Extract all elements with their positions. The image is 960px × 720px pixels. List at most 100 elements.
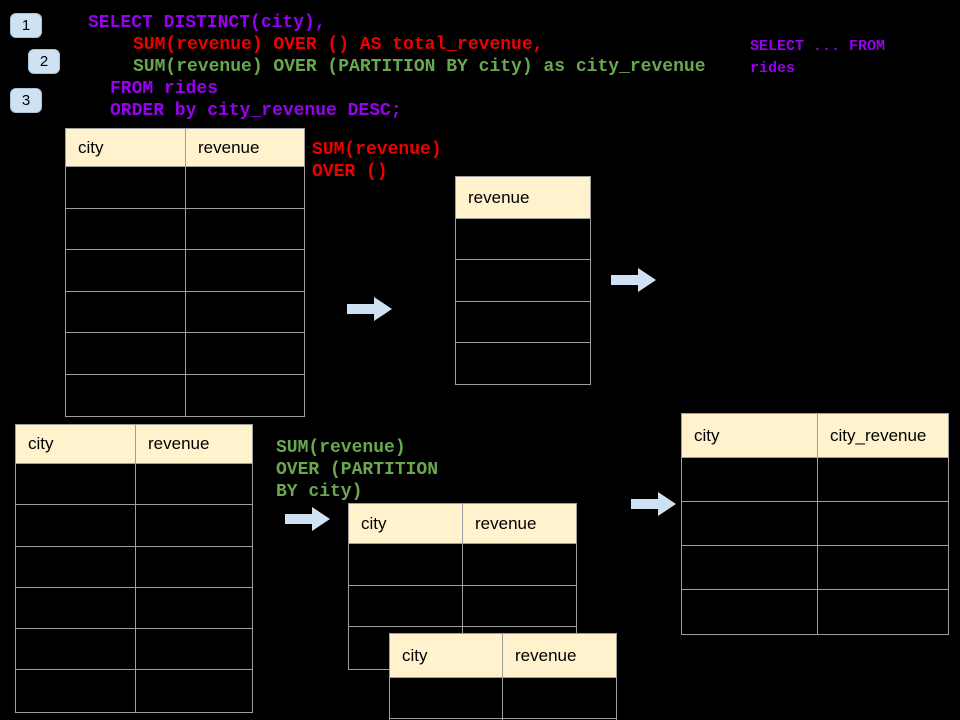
table-row — [456, 260, 590, 302]
sql-line: SUM(revenue) OVER () AS total_revenue, — [133, 35, 544, 55]
empty-cell — [186, 167, 304, 208]
table-row — [349, 585, 576, 627]
empty-cell — [16, 505, 136, 546]
table-row — [66, 167, 304, 209]
table-row — [682, 546, 948, 590]
table-row — [66, 333, 304, 375]
empty-cell — [66, 374, 186, 416]
column-header: city — [349, 504, 463, 543]
empty-cell — [818, 546, 948, 589]
table-row — [66, 208, 304, 250]
table-row — [16, 670, 252, 712]
arrow-right-icon — [347, 297, 392, 321]
table-row — [16, 546, 252, 588]
code-line: OVER (PARTITION — [276, 460, 439, 480]
empty-cell — [66, 250, 186, 291]
empty-cell — [463, 544, 576, 585]
empty-cell — [16, 546, 136, 587]
empty-cell — [136, 670, 252, 711]
empty-cell — [136, 464, 252, 504]
sql-line: SUM(revenue) OVER (PARTITION BY city) as… — [133, 57, 706, 77]
sql-line: FROM rides — [110, 79, 219, 99]
table-row — [16, 629, 252, 671]
table-row — [16, 505, 252, 547]
empty-cell — [463, 586, 576, 627]
empty-cell — [682, 458, 818, 501]
sql-code: SELECT DISTINCT(city),SUM(revenue) OVER … — [88, 12, 706, 122]
empty-cell — [682, 546, 818, 589]
column-header: city_revenue — [830, 425, 927, 445]
code-line: rides — [750, 60, 796, 77]
sql-line: ORDER by city_revenue DESC; — [110, 101, 402, 121]
column-header: city — [390, 634, 503, 677]
table-row — [682, 458, 948, 502]
empty-cell — [456, 343, 590, 384]
empty-cell — [66, 333, 186, 374]
table-header-row: revenue — [456, 177, 590, 219]
table-row — [16, 464, 252, 506]
empty-cell — [349, 544, 463, 585]
table-row — [66, 374, 304, 417]
empty-cell — [16, 670, 136, 712]
empty-cell — [503, 678, 616, 718]
empty-cell — [349, 585, 463, 626]
empty-cell — [682, 502, 818, 545]
table-source-top: city revenue — [65, 128, 305, 417]
code-line: SUM(revenue) — [276, 438, 406, 458]
empty-cell — [16, 587, 136, 629]
empty-cell — [186, 209, 304, 250]
arrow-right-icon — [631, 492, 676, 516]
table-row — [390, 678, 616, 719]
empty-cell — [136, 588, 252, 628]
table-header-row: city city_revenue — [682, 414, 948, 458]
table-row — [66, 291, 304, 333]
table-row — [456, 302, 590, 343]
empty-cell — [818, 590, 948, 634]
empty-cell — [16, 464, 136, 505]
column-header: revenue — [198, 137, 260, 157]
table-row — [16, 587, 252, 630]
step-badge-2: 2 — [28, 49, 60, 74]
empty-cell — [186, 375, 304, 417]
table-header-row: city revenue — [349, 504, 576, 544]
table-header-row: city revenue — [66, 129, 304, 167]
column-header: city — [682, 414, 818, 457]
empty-cell — [136, 629, 252, 669]
column-header: revenue — [475, 513, 537, 533]
empty-cell — [136, 505, 252, 545]
table-row — [66, 250, 304, 292]
empty-cell — [818, 458, 948, 501]
table-total-revenue-result: revenue — [455, 176, 591, 385]
empty-cell — [186, 333, 304, 374]
sql-line: SELECT DISTINCT(city), — [88, 13, 326, 33]
column-header: revenue — [515, 645, 577, 665]
table-city-revenue-result: city city_revenue — [681, 413, 949, 635]
arrow-right-icon — [611, 268, 656, 292]
table-partition-step-b: city revenue — [389, 633, 617, 720]
column-header: city — [66, 129, 186, 166]
empty-cell — [456, 302, 590, 342]
table-row — [682, 590, 948, 634]
column-header: revenue — [468, 187, 530, 207]
empty-cell — [818, 502, 948, 545]
table-row — [682, 502, 948, 546]
column-header: city — [16, 425, 136, 463]
arrow-right-icon — [285, 507, 330, 531]
empty-cell — [66, 291, 186, 332]
total-revenue-annotation: SUM(revenue)OVER () — [312, 139, 442, 183]
empty-cell — [136, 547, 252, 587]
empty-cell — [16, 629, 136, 670]
empty-cell — [390, 678, 503, 718]
empty-cell — [186, 292, 304, 333]
empty-cell — [66, 208, 186, 249]
code-line: SUM(revenue) — [312, 140, 442, 160]
empty-cell — [682, 590, 818, 634]
table-row — [456, 219, 590, 261]
table-partition-step-a: city revenue — [348, 503, 577, 670]
empty-cell — [456, 260, 590, 300]
step-badge-1: 1 — [10, 13, 42, 38]
